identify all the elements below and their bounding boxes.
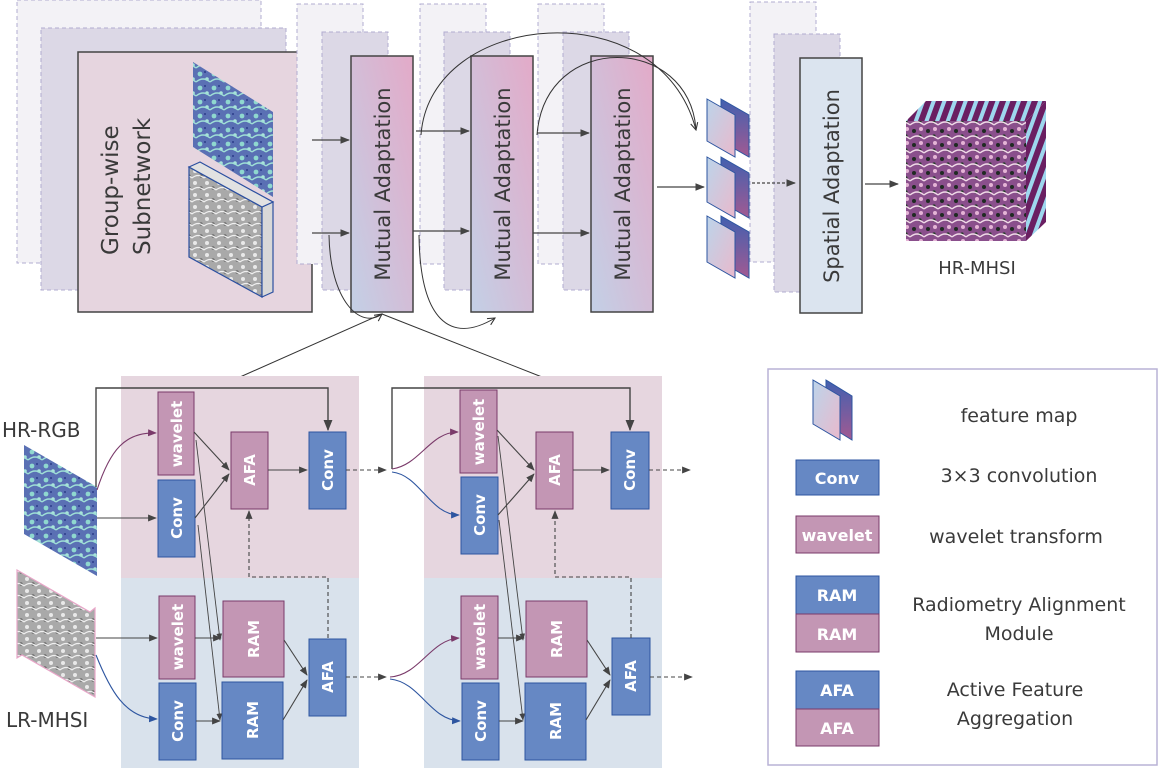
ram-block bbox=[525, 600, 588, 678]
hr-rgb-label: HR-RGB bbox=[2, 418, 80, 442]
lr-mhsi-image bbox=[16, 568, 96, 699]
legend-ram-box-top bbox=[795, 575, 880, 615]
legend-afa-box-bottom bbox=[795, 708, 880, 747]
mutual-adaptation-block-1 bbox=[350, 55, 414, 313]
legend-feature-map-text: feature map bbox=[961, 405, 1078, 427]
legend-wavelet-box bbox=[795, 515, 880, 554]
feature-maps bbox=[706, 98, 750, 279]
afa-block bbox=[308, 638, 347, 717]
conv-block bbox=[460, 476, 499, 555]
svg-text:RAM: RAM bbox=[817, 625, 858, 644]
module-2: wavelet Conv AFA Conv wavelet Conv RAM R… bbox=[459, 389, 651, 761]
svg-text:AFA: AFA bbox=[820, 719, 854, 738]
svg-text:wavelet: wavelet bbox=[168, 401, 186, 467]
spatial-adaptation-label: Spatial Adaptation bbox=[820, 89, 844, 283]
rgb-image bbox=[193, 62, 273, 197]
svg-text:RAM: RAM bbox=[244, 701, 262, 739]
svg-text:Conv: Conv bbox=[815, 469, 860, 488]
legend: feature map Conv 3×3 convolution wavelet… bbox=[767, 368, 1158, 766]
ram-block bbox=[222, 600, 285, 678]
hr-rgb-image bbox=[24, 445, 97, 576]
lr-mhsi-label: LR-MHSI bbox=[6, 708, 88, 732]
svg-text:Conv: Conv bbox=[621, 449, 639, 491]
feature-map-icon bbox=[706, 98, 750, 158]
legend-ram-text-1: Radiometry Alignment bbox=[912, 594, 1125, 616]
svg-text:wavelet: wavelet bbox=[802, 526, 873, 545]
svg-text:wavelet: wavelet bbox=[470, 399, 488, 465]
group-subnetwork-label-2: Subnetwork bbox=[130, 117, 156, 255]
mutual-adaptation-block-2 bbox=[470, 55, 534, 313]
conv-block bbox=[157, 479, 196, 558]
legend-afa-box-top bbox=[795, 670, 880, 710]
mutual-adaptation-label-3: Mutual Adaptation bbox=[611, 87, 635, 280]
svg-text:RAM: RAM bbox=[817, 586, 858, 605]
mutual-adaptation-label-2: Mutual Adaptation bbox=[491, 87, 515, 280]
conv-block bbox=[158, 682, 197, 761]
hr-mhsi-label: HR-MHSI bbox=[938, 258, 1016, 279]
svg-text:AFA: AFA bbox=[820, 681, 854, 700]
group-subnetwork-label: Group-wise bbox=[98, 125, 124, 255]
svg-text:Conv: Conv bbox=[169, 700, 187, 742]
ram-block bbox=[524, 682, 587, 761]
svg-text:AFA: AFA bbox=[319, 661, 337, 693]
svg-text:wavelet: wavelet bbox=[169, 604, 187, 670]
legend-feature-map-icon bbox=[812, 379, 853, 441]
conv-block bbox=[308, 431, 347, 510]
svg-text:RAM: RAM bbox=[245, 620, 263, 658]
legend-ram-box-bottom bbox=[795, 613, 880, 653]
wavelet-block bbox=[459, 389, 498, 474]
wavelet-block bbox=[460, 595, 499, 680]
module-1: wavelet Conv AFA Conv wavelet Conv RAM R… bbox=[157, 391, 347, 761]
svg-text:Conv: Conv bbox=[471, 494, 489, 536]
mutual-adaptation-block-3 bbox=[590, 55, 654, 313]
spatial-adaptation-block bbox=[799, 57, 863, 314]
bottom-arrows bbox=[95, 387, 693, 725]
feature-map-icon bbox=[706, 215, 750, 279]
mhsi-cube-top bbox=[187, 161, 275, 208]
legend-conv-box bbox=[795, 459, 880, 496]
wavelet-block bbox=[157, 391, 195, 476]
svg-text:Conv: Conv bbox=[168, 497, 186, 539]
feature-map-icon bbox=[706, 156, 750, 219]
mhsi-cube-side bbox=[261, 201, 274, 298]
svg-text:RAM: RAM bbox=[547, 702, 565, 740]
svg-text:AFA: AFA bbox=[546, 454, 564, 486]
legend-wavelet-text: wavelet transform bbox=[929, 526, 1103, 548]
svg-text:AFA: AFA bbox=[241, 454, 259, 486]
svg-text:RAM: RAM bbox=[548, 620, 566, 658]
svg-text:Conv: Conv bbox=[472, 700, 490, 742]
legend-ram-text-2: Module bbox=[984, 623, 1053, 645]
ram-block bbox=[221, 681, 284, 760]
mutual-adaptation-label-1: Mutual Adaptation bbox=[371, 87, 395, 280]
legend-afa-text-2: Aggregation bbox=[957, 708, 1073, 730]
legend-conv-text: 3×3 convolution bbox=[941, 465, 1098, 487]
hr-mhsi-cube bbox=[906, 101, 1046, 241]
svg-text:AFA: AFA bbox=[622, 660, 640, 692]
top-arrows bbox=[239, 32, 899, 378]
legend-afa-text-1: Active Feature bbox=[947, 679, 1084, 701]
wavelet-block bbox=[158, 595, 196, 680]
svg-text:Conv: Conv bbox=[319, 449, 337, 491]
svg-text:wavelet: wavelet bbox=[471, 604, 489, 670]
conv-block bbox=[610, 431, 650, 510]
